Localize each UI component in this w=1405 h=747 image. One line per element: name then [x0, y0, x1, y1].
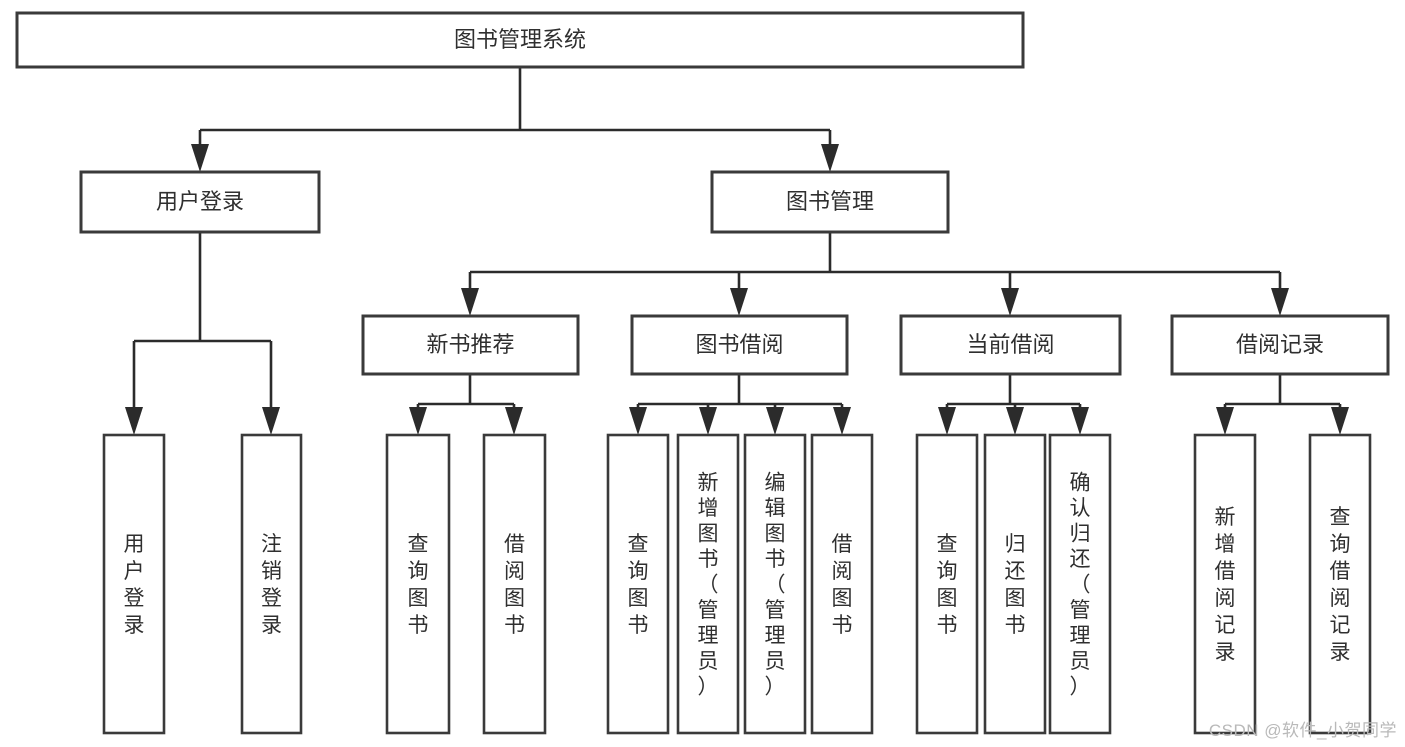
leaf-node-label-6: 编辑图书（管理员） [765, 471, 786, 698]
node-level3-2-label: 当前借阅 [966, 332, 1054, 357]
leaf-node-rect-10[interactable] [1048, 433, 1112, 735]
arrow-head-icon [1216, 407, 1234, 435]
leaf-node-rect-2[interactable] [385, 433, 451, 735]
node-level3-0-rect[interactable] [361, 314, 580, 376]
arrow-head-icon [409, 407, 427, 435]
leaf-node-label-11: 新增借阅记录 [1215, 506, 1236, 664]
node-level2-0[interactable]: 用户登录 [79, 170, 321, 234]
leaf-node-label-2: 查询图书 [408, 533, 429, 637]
leaf-node-2[interactable]: 查询图书 [385, 433, 451, 735]
connector-borrow_to_leaves [629, 374, 851, 435]
arrow-head-icon [125, 407, 143, 435]
leaf-node-rect-12[interactable] [1308, 433, 1372, 735]
leaf-node-label-8: 查询图书 [937, 533, 958, 637]
node-root-图书管理系统-rect[interactable] [15, 11, 1025, 69]
node-level3-2-rect[interactable] [899, 314, 1122, 376]
node-level3-1[interactable]: 图书借阅 [630, 314, 849, 376]
node-level2-1-label: 图书管理 [786, 189, 874, 214]
leaf-node-rect-1[interactable] [240, 433, 303, 735]
node-root-图书管理系统[interactable]: 图书管理系统 [15, 11, 1025, 69]
arrow-head-icon [191, 144, 209, 172]
arrow-head-icon [1006, 407, 1024, 435]
leaf-node-label-1: 注销登录 [261, 533, 282, 637]
leaf-node-1[interactable]: 注销登录 [240, 433, 303, 735]
node-level2-0-rect[interactable] [79, 170, 321, 234]
arrow-head-icon [1001, 288, 1019, 316]
leaf-node-8[interactable]: 查询图书 [915, 433, 979, 735]
leaf-node-6[interactable]: 编辑图书（管理员） [743, 433, 807, 735]
leaf-node-label-4: 查询图书 [628, 533, 649, 637]
node-level2-0-label: 用户登录 [156, 189, 244, 214]
leaf-node-rect-7[interactable] [810, 433, 874, 735]
arrow-head-icon [629, 407, 647, 435]
node-level3-0-label: 新书推荐 [426, 332, 514, 357]
connector-new_book_to_leaves [409, 374, 523, 435]
connector-root_to_level2 [191, 67, 839, 172]
leaf-node-label-0: 用户登录 [124, 533, 145, 637]
leaf-node-rect-6[interactable] [743, 433, 807, 735]
leaf-node-label-9: 归还图书 [1005, 533, 1026, 637]
arrow-head-icon [262, 407, 280, 435]
arrow-head-icon [1331, 407, 1349, 435]
node-level3-3-label: 借阅记录 [1236, 332, 1324, 357]
node-level2-1[interactable]: 图书管理 [710, 170, 950, 234]
node-level2-1-rect[interactable] [710, 170, 950, 234]
arrow-head-icon [821, 144, 839, 172]
connector-book_mgmt_to_level3 [461, 232, 1289, 316]
leaf-node-12[interactable]: 查询借阅记录 [1308, 433, 1372, 735]
arrow-head-icon [766, 407, 784, 435]
node-root-图书管理系统-label: 图书管理系统 [454, 27, 586, 52]
node-level3-0[interactable]: 新书推荐 [361, 314, 580, 376]
connector-record_to_leaves [1216, 374, 1349, 435]
leaf-node-0[interactable]: 用户登录 [102, 433, 166, 735]
leaf-node-rect-0[interactable] [102, 433, 166, 735]
node-level3-3-rect[interactable] [1170, 314, 1390, 376]
leaf-node-4[interactable]: 查询图书 [606, 433, 670, 735]
leaf-node-rect-11[interactable] [1193, 433, 1257, 735]
node-level3-2[interactable]: 当前借阅 [899, 314, 1122, 376]
node-level3-1-label: 图书借阅 [695, 332, 783, 357]
node-level3-1-rect[interactable] [630, 314, 849, 376]
leaf-node-rect-5[interactable] [676, 433, 740, 735]
leaf-node-label-3: 借阅图书 [504, 533, 525, 637]
leaf-node-5[interactable]: 新增图书（管理员） [676, 433, 740, 735]
arrow-head-icon [699, 407, 717, 435]
connector-current_to_leaves [938, 374, 1089, 435]
leaf-node-7[interactable]: 借阅图书 [810, 433, 874, 735]
leaf-node-11[interactable]: 新增借阅记录 [1193, 433, 1257, 735]
leaf-node-rect-4[interactable] [606, 433, 670, 735]
arrow-head-icon [1271, 288, 1289, 316]
arrow-head-icon [461, 288, 479, 316]
arrow-head-icon [730, 288, 748, 316]
leaf-node-3[interactable]: 借阅图书 [482, 433, 547, 735]
leaf-node-label-12: 查询借阅记录 [1330, 506, 1351, 664]
arrow-head-icon [833, 407, 851, 435]
leaf-node-10[interactable]: 确认归还（管理员） [1048, 433, 1112, 735]
leaf-node-rect-9[interactable] [983, 433, 1047, 735]
leaf-node-label-5: 新增图书（管理员） [698, 471, 719, 698]
leaf-node-label-7: 借阅图书 [832, 533, 853, 637]
leaf-node-rect-8[interactable] [915, 433, 979, 735]
node-level3-3[interactable]: 借阅记录 [1170, 314, 1390, 376]
arrow-head-icon [505, 407, 523, 435]
leaf-node-9[interactable]: 归还图书 [983, 433, 1047, 735]
arrow-head-icon [938, 407, 956, 435]
arrow-head-icon [1071, 407, 1089, 435]
leaf-node-rect-3[interactable] [482, 433, 547, 735]
connector-user_login_to_leaves [125, 232, 280, 435]
leaf-node-label-10: 确认归还（管理员） [1070, 471, 1091, 698]
